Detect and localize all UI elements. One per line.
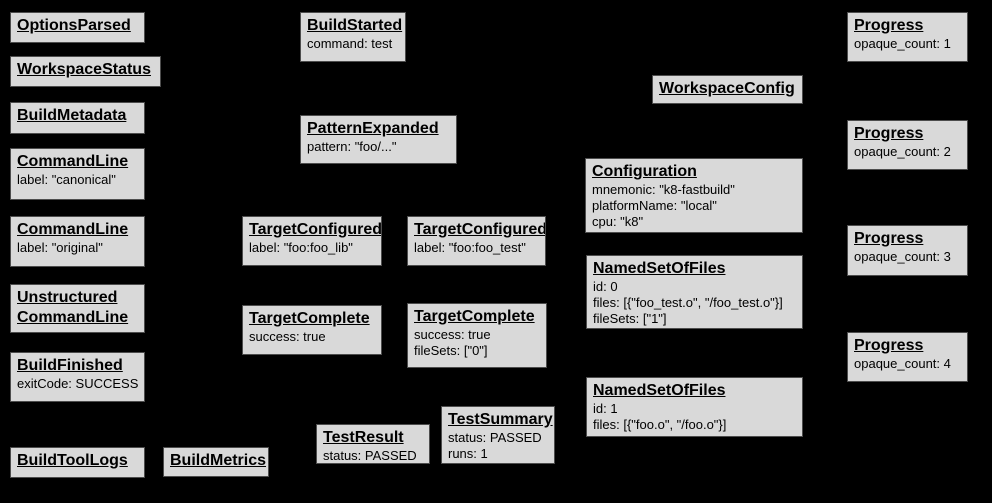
node-title: Progress	[854, 17, 924, 34]
node-progress-4: Progress opaque_count: 4	[847, 332, 968, 382]
node-field: opaque_count: 1	[854, 36, 951, 51]
node-title: TargetConfigured	[414, 221, 546, 238]
node-build-metrics: BuildMetrics	[163, 447, 269, 477]
node-target-configured-foo-lib: TargetConfigured label: "foo:foo_lib"	[242, 216, 382, 266]
node-field: id: 1	[593, 401, 618, 416]
node-field: command: test	[307, 36, 393, 51]
node-title: TestSummary	[448, 411, 553, 428]
node-field: fileSets: ["1"]	[593, 311, 667, 326]
node-test-summary: TestSummary status: PASSED runs: 1	[441, 406, 555, 464]
node-progress-3: Progress opaque_count: 3	[847, 225, 968, 276]
node-options-parsed: OptionsParsed	[10, 12, 145, 43]
node-pattern-expanded: PatternExpanded pattern: "foo/..."	[300, 115, 457, 164]
node-field: mnemonic: "k8-fastbuild"	[592, 182, 735, 197]
node-field: label: "foo:foo_test"	[414, 240, 526, 255]
node-title: Unstructured CommandLine	[17, 289, 129, 326]
node-title: PatternExpanded	[307, 120, 439, 137]
node-build-tool-logs: BuildToolLogs	[10, 447, 145, 478]
node-field: success: true	[414, 327, 491, 342]
node-progress-1: Progress opaque_count: 1	[847, 12, 968, 62]
node-title: Progress	[854, 230, 924, 247]
node-title: NamedSetOfFiles	[593, 260, 726, 277]
node-field: files: [{"foo_test.o", "/foo_test.o"}]	[593, 295, 783, 310]
node-title: OptionsParsed	[17, 17, 131, 34]
node-title: TargetComplete	[249, 310, 370, 327]
node-field: cpu: "k8"	[592, 214, 644, 229]
node-field: label: "foo:foo_lib"	[249, 240, 353, 255]
node-title: BuildFinished	[17, 357, 123, 374]
node-field: exitCode: SUCCESS	[17, 376, 139, 391]
node-title: WorkspaceConfig	[659, 80, 795, 97]
node-title: Configuration	[592, 163, 697, 180]
node-title: CommandLine	[17, 153, 129, 170]
node-field: opaque_count: 2	[854, 144, 951, 159]
node-target-complete-foo-lib: TargetComplete success: true	[242, 305, 382, 355]
node-title: TargetConfigured	[249, 221, 382, 238]
node-command-line-canonical: CommandLine label: "canonical"	[10, 148, 145, 200]
node-field: label: "original"	[17, 240, 103, 255]
node-title: BuildMetadata	[17, 107, 127, 124]
node-field: success: true	[249, 329, 326, 344]
node-workspace-status: WorkspaceStatus	[10, 56, 161, 87]
node-workspace-config: WorkspaceConfig	[652, 75, 803, 104]
node-field: platformName: "local"	[592, 198, 717, 213]
node-named-set-of-files-0: NamedSetOfFiles id: 0 files: [{"foo_test…	[586, 255, 803, 329]
node-field: fileSets: ["0"]	[414, 343, 488, 358]
node-test-result: TestResult status: PASSED	[316, 424, 430, 464]
node-field: runs: 1	[448, 446, 488, 461]
node-field: id: 0	[593, 279, 618, 294]
node-command-line-original: CommandLine label: "original"	[10, 216, 145, 267]
node-build-started: BuildStarted command: test	[300, 12, 406, 62]
node-title: NamedSetOfFiles	[593, 382, 726, 399]
node-field: opaque_count: 4	[854, 356, 951, 371]
node-field: status: PASSED	[448, 430, 542, 445]
node-progress-2: Progress opaque_count: 2	[847, 120, 968, 170]
node-title: BuildStarted	[307, 17, 403, 34]
node-configuration: Configuration mnemonic: "k8-fastbuild" p…	[585, 158, 803, 233]
node-title: CommandLine	[17, 221, 129, 238]
node-title: BuildMetrics	[170, 452, 267, 469]
node-unstructured-command-line: Unstructured CommandLine	[10, 284, 145, 333]
node-field: opaque_count: 3	[854, 249, 951, 264]
node-title: TargetComplete	[414, 308, 535, 325]
node-target-configured-foo-test: TargetConfigured label: "foo:foo_test"	[407, 216, 546, 266]
node-title: WorkspaceStatus	[17, 61, 151, 78]
node-field: label: "canonical"	[17, 172, 116, 187]
node-named-set-of-files-1: NamedSetOfFiles id: 1 files: [{"foo.o", …	[586, 377, 803, 437]
node-field: files: [{"foo.o", "/foo.o"}]	[593, 417, 727, 432]
node-field: status: PASSED	[323, 448, 417, 463]
node-target-complete-foo-test: TargetComplete success: true fileSets: […	[407, 303, 547, 368]
node-title: BuildToolLogs	[17, 452, 128, 469]
node-field: pattern: "foo/..."	[307, 139, 397, 154]
node-title: Progress	[854, 337, 924, 354]
node-title: TestResult	[323, 429, 404, 446]
node-build-finished: BuildFinished exitCode: SUCCESS	[10, 352, 145, 402]
node-title: Progress	[854, 125, 924, 142]
node-build-metadata: BuildMetadata	[10, 102, 145, 134]
